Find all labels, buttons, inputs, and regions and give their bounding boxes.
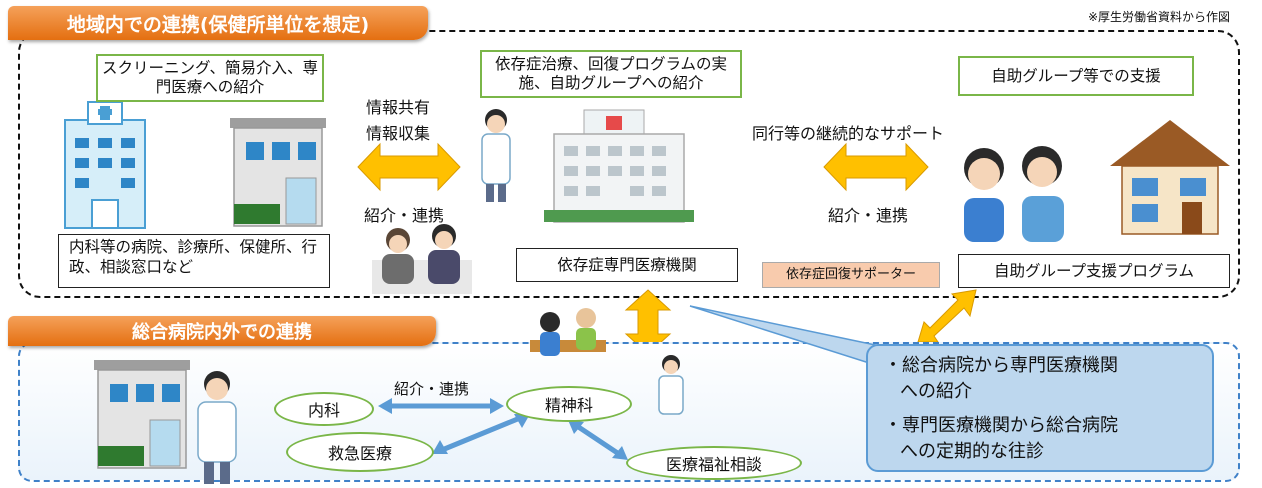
callout-line-4: への定期的な往診 — [900, 441, 1044, 462]
continuous-support-arrow — [823, 142, 929, 192]
house-illustration — [1110, 120, 1230, 235]
bottom-referral-label: 紹介・連携 — [394, 380, 470, 398]
consultation-illustration — [372, 224, 472, 294]
emergency-psychiatry-arrow — [432, 414, 530, 454]
callout-line-2: への紹介 — [900, 381, 972, 402]
info-share-label: 情報共有 — [366, 98, 431, 117]
callout-line-3: ・専門医療機関から総合病院 — [884, 415, 1118, 436]
doctor-illustration — [481, 109, 511, 202]
hospital-illustration — [64, 101, 146, 229]
local-facilities-box: 内科等の病院、診療所、保健所、行政、相談窓口など — [58, 234, 330, 288]
clinic-illustration — [230, 118, 326, 227]
specialist-facility-box: 依存症専門医療機関 — [516, 248, 738, 282]
regional-cooperation-region — [18, 30, 1240, 298]
continuous-support-label: 同行等の継続的なサポート — [752, 124, 945, 143]
internal-medicine-oval: 内科 — [274, 392, 374, 426]
supporter-box: 依存症回復サポーター — [762, 262, 940, 288]
psychiatry-oval: 精神科 — [506, 386, 632, 422]
hospital-cooperation-title: 総合病院内外での連携 — [8, 316, 436, 346]
info-share-arrow — [357, 142, 461, 192]
psychiatrist-illustration — [658, 355, 684, 415]
people-illustration — [964, 146, 1064, 242]
selfhelp-support-box: 自助グループ等での支援 — [958, 56, 1194, 96]
info-collect-label: 情報収集 — [366, 124, 431, 143]
internal-psychiatry-arrow — [378, 398, 504, 414]
regional-cooperation-title: 地域内での連携(保健所単位を想定) — [8, 6, 428, 40]
referral-left-label: 紹介・連携 — [364, 206, 445, 225]
psychiatry-welfare-arrow — [568, 420, 628, 460]
selfhelp-program-box: 自助グループ支援プログラム — [958, 254, 1230, 288]
general-hospital-illustration — [94, 360, 190, 469]
selfhelp-callout-arrow — [917, 289, 977, 343]
referral-right-label: 紹介・連携 — [828, 206, 909, 225]
specialist-hospital-illustration — [544, 109, 694, 223]
callout-box — [866, 344, 1214, 472]
source-note: ※厚生労働省資料から作図 — [1088, 10, 1231, 24]
treatment-box: 依存症治療、回復プログラムの実施、自助グループへの紹介 — [480, 50, 742, 98]
callout-line-1: ・総合病院から専門医療機関 — [884, 355, 1118, 376]
hospital-doctor-illustration — [197, 371, 237, 484]
welfare-consultation-oval: 医療福祉相談 — [626, 446, 802, 480]
screening-box: スクリーニング、簡易介入、専門医療への紹介 — [96, 54, 324, 102]
callout-pointer — [689, 305, 882, 363]
emergency-oval: 救急医療 — [286, 432, 434, 472]
psychiatry-meeting-illustration — [530, 308, 606, 356]
